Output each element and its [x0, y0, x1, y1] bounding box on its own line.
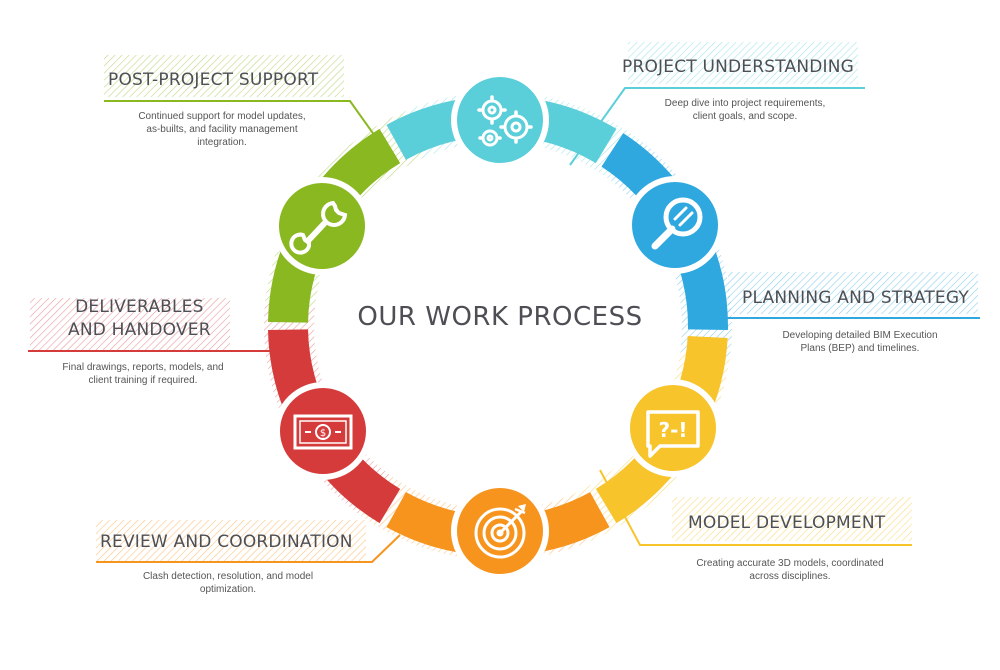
magnifier-icon: [651, 197, 703, 250]
desc-line: optimization.: [199, 584, 257, 595]
step-circle-green: [273, 177, 371, 275]
step-circle-orange: [451, 482, 549, 580]
label-hatch-blue: [728, 272, 978, 314]
step-desc-model-development: Creating accurate 3D models, coordinated…: [680, 557, 900, 583]
desc-line: client goals, and scope.: [692, 111, 798, 122]
step-title-model-development: MODEL DEVELOPMENT: [688, 513, 886, 533]
label-hatch-orange: [96, 520, 366, 562]
wrench-icon: [289, 200, 348, 255]
step-desc-project-understanding: Deep dive into project requirements, cli…: [655, 97, 835, 123]
desc-line: Developing detailed BIM Execution: [782, 330, 938, 341]
label-hatch-yellow: [672, 497, 912, 541]
step-desc-post-project-support: Continued support for model updates, as-…: [122, 110, 322, 149]
step-title-post-project-support: POST-PROJECT SUPPORT: [108, 70, 319, 90]
step-circle-yellow: ?-!: [624, 379, 722, 477]
desc-line: Deep dive into project requirements,: [664, 98, 826, 109]
banknote-icon: $: [293, 414, 353, 450]
step-circle-red: $: [274, 382, 372, 480]
connector-project-understanding: [569, 87, 865, 166]
gears-icon: [477, 95, 533, 147]
label-hatch-green: [104, 55, 344, 97]
step-circle-cyan: [451, 71, 549, 169]
label-hatch-cyan: [628, 42, 858, 84]
step-title-planning-strategy: PLANNING AND STRATEGY: [742, 288, 969, 308]
title-line: DELIVERABLES: [75, 297, 204, 317]
connector-review-coordination: [96, 534, 401, 563]
title-line: AND HANDOVER: [68, 320, 211, 340]
desc-line: as-builts, and facility management: [146, 124, 298, 135]
desc-line: client training if required.: [88, 375, 198, 386]
speech-bubble-icon: ?-!: [646, 410, 700, 458]
desc-line: Plans (BEP) and timelines.: [800, 343, 920, 354]
step-desc-review-coordination: Clash detection, resolution, and model o…: [128, 570, 328, 596]
desc-line: integration.: [197, 137, 247, 148]
target-icon: [474, 504, 526, 559]
step-title-review-coordination: REVIEW AND COORDINATION: [100, 532, 353, 552]
center-title: OUR WORK PROCESS: [357, 302, 643, 332]
step-title-deliverables-handover: DELIVERABLES AND HANDOVER: [68, 296, 211, 342]
desc-line: Continued support for model updates,: [138, 111, 306, 122]
desc-line: Clash detection, resolution, and model: [142, 571, 314, 582]
svg-text:$: $: [320, 428, 326, 439]
desc-line: Creating accurate 3D models, coordinated: [696, 558, 884, 569]
connector-model-development: [599, 469, 912, 546]
connector-post-project-support: [104, 100, 393, 161]
label-hatch-red: [30, 298, 230, 352]
step-circle-blue: [626, 176, 724, 274]
desc-line: across disciplines.: [749, 571, 831, 582]
step-title-project-understanding: PROJECT UNDERSTANDING: [622, 57, 855, 77]
speech-bubble-text: ?-!: [658, 418, 687, 442]
step-desc-planning-strategy: Developing detailed BIM Execution Plans …: [770, 329, 950, 355]
desc-line: Final drawings, reports, models, and: [62, 362, 224, 373]
step-desc-deliverables-handover: Final drawings, reports, models, and cli…: [48, 361, 238, 387]
